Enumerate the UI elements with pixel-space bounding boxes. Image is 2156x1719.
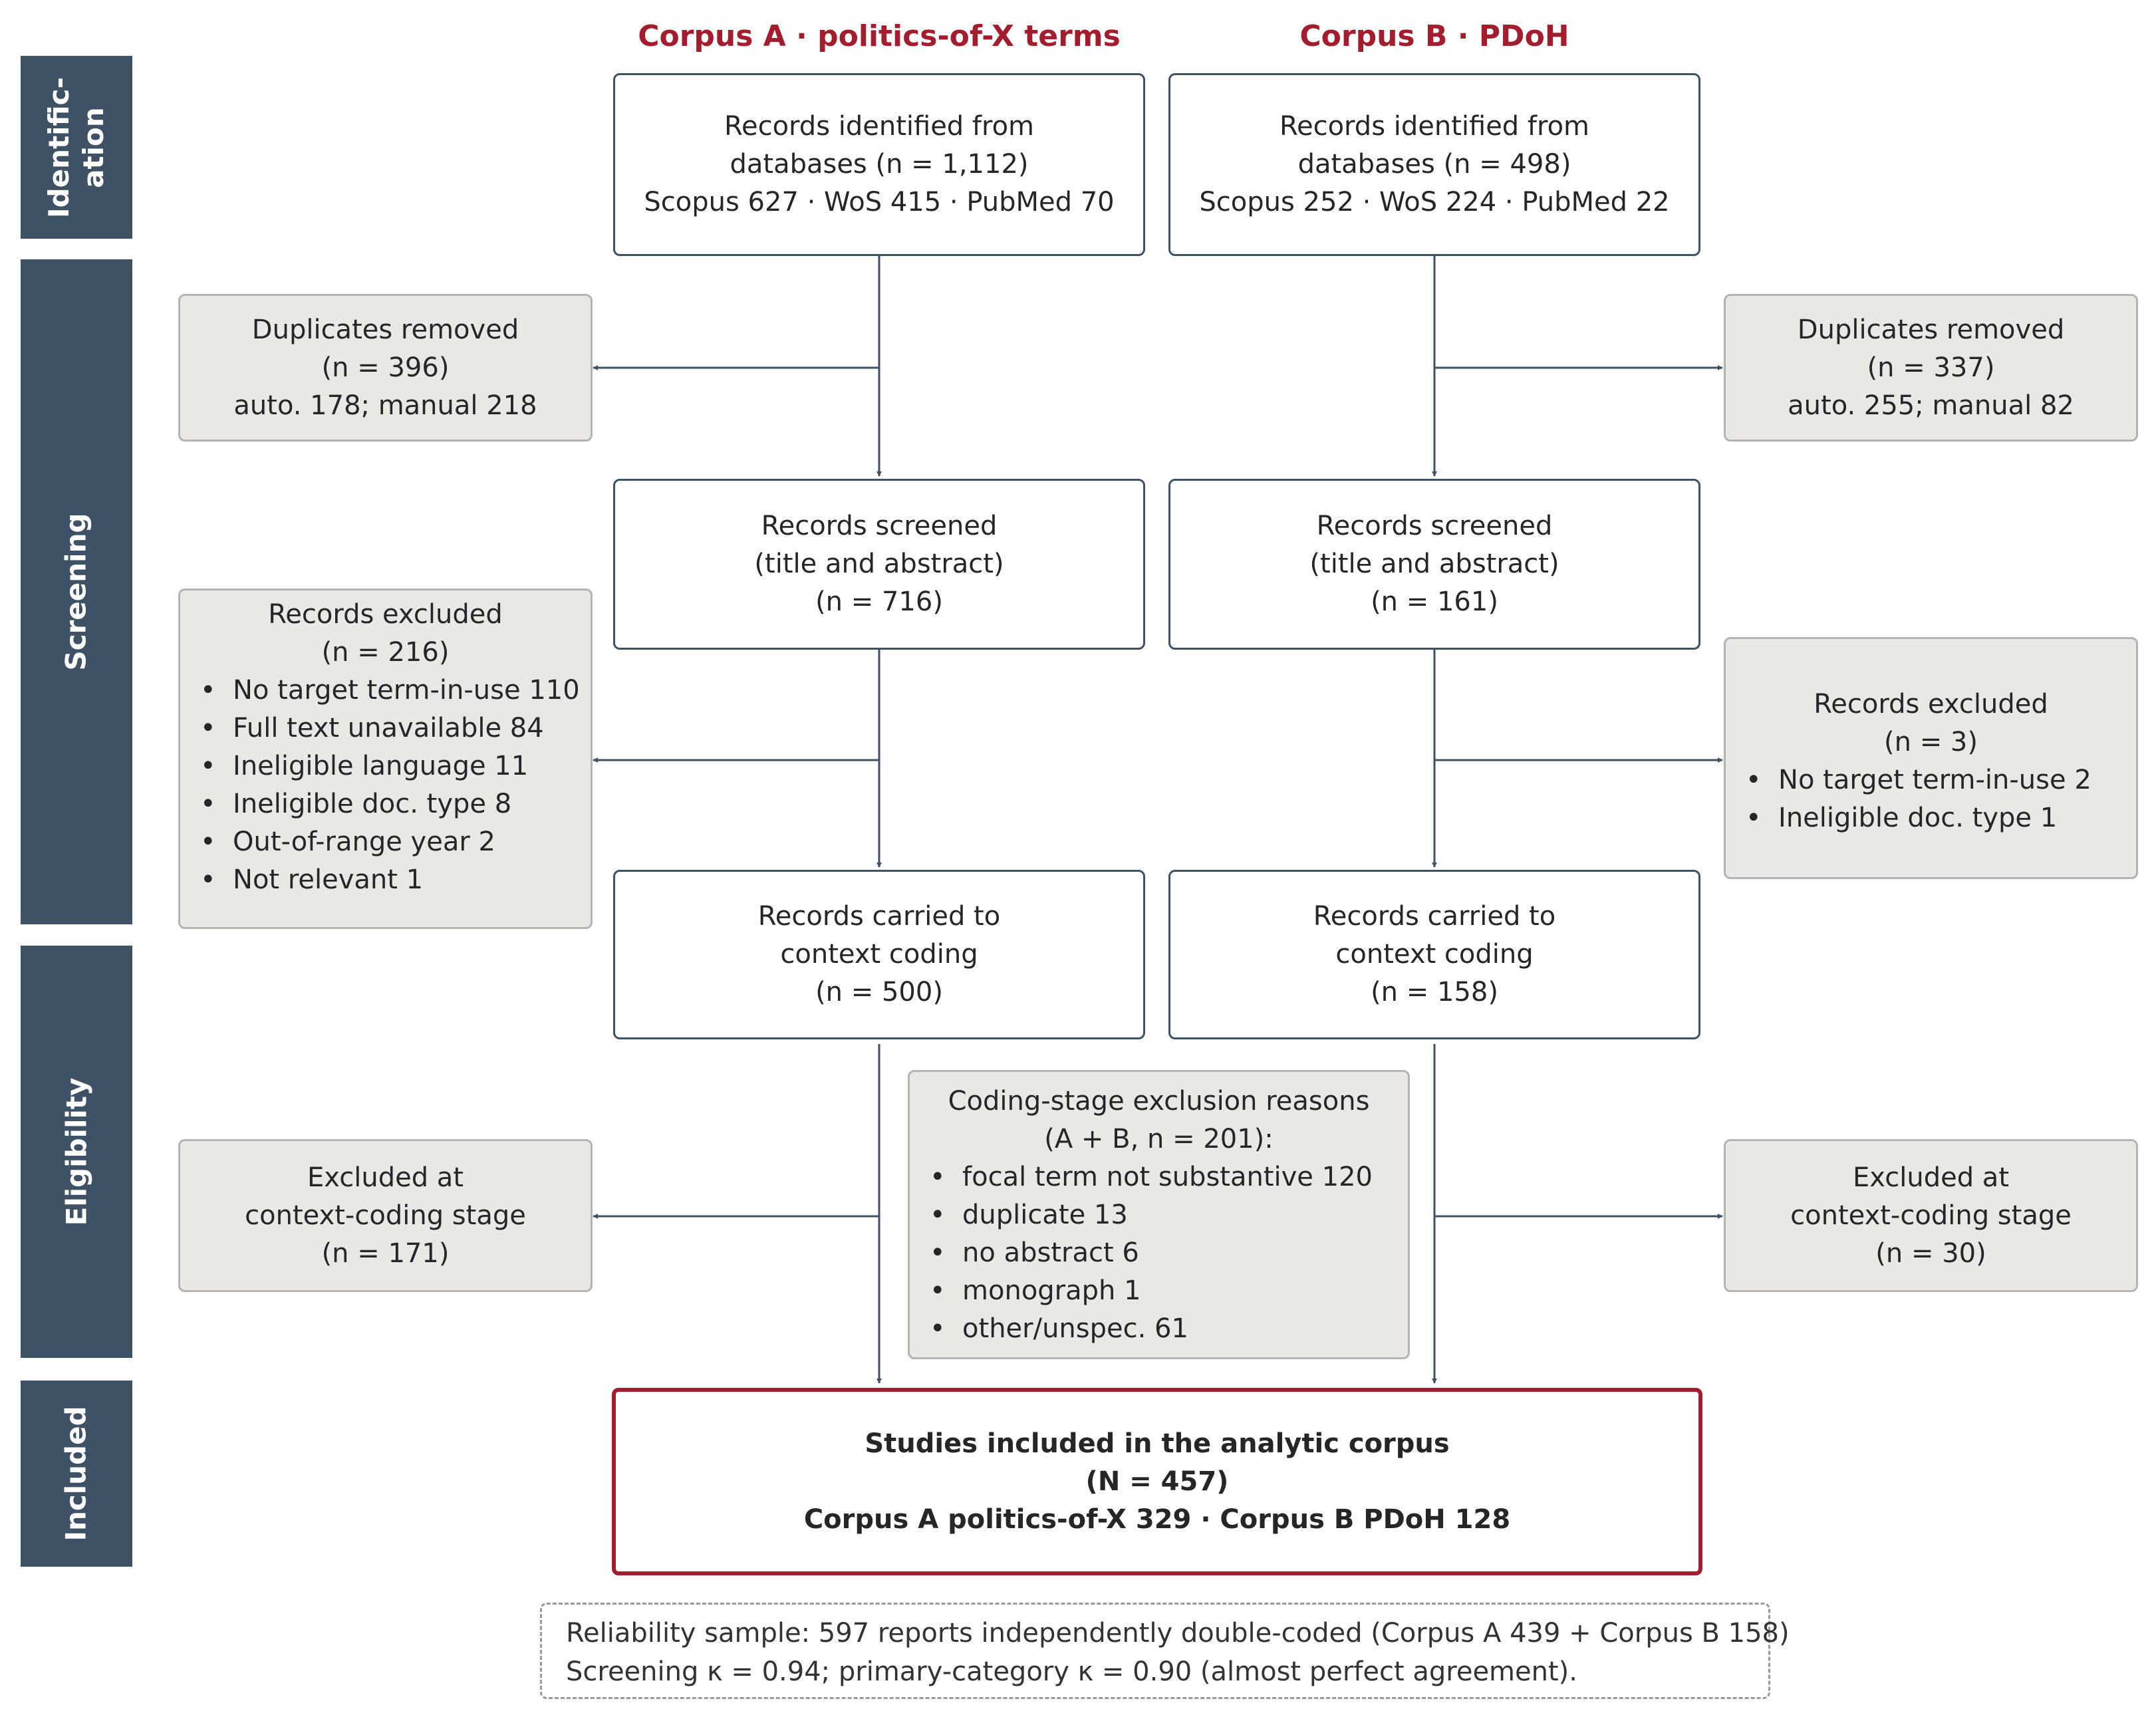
- corpus-a-identified-box: Records identified from databases (n = 1…: [613, 73, 1145, 256]
- phase-included: Included: [21, 1381, 132, 1567]
- list-item: No target term-in-use 110: [200, 672, 580, 710]
- list-item: Ineligible language 11: [200, 747, 580, 785]
- corpus-a-exclusion-reasons: No target term-in-use 110 Full text unav…: [180, 672, 580, 899]
- corpus-a-carried-box: Records carried to context coding (n = 5…: [613, 870, 1145, 1039]
- corpus-a-screened-box: Records screened (title and abstract) (n…: [613, 479, 1145, 650]
- list-item: no abstract 6: [930, 1234, 1373, 1272]
- list-item: Ineligible doc. type 8: [200, 785, 580, 823]
- list-item: other/unspec. 61: [930, 1310, 1373, 1348]
- corpus-a-heading: Corpus A · politics-of-X terms: [638, 19, 1121, 53]
- corpus-a-records-excluded-box: Records excluded (n = 216) No target ter…: [178, 589, 593, 929]
- coding-stage-reasons-box: Coding-stage exclusion reasons (A + B, n…: [908, 1070, 1410, 1359]
- corpus-b-exclusion-reasons: No target term-in-use 2 Ineligible doc. …: [1726, 761, 2091, 837]
- corpus-b-records-excluded-box: Records excluded (n = 3) No target term-…: [1724, 637, 2138, 879]
- list-item: Out-of-range year 2: [200, 823, 580, 861]
- corpus-b-coding-excluded-box: Excluded at context-coding stage (n = 30…: [1724, 1139, 2138, 1292]
- list-item: Not relevant 1: [200, 861, 580, 899]
- corpus-a-coding-excluded-box: Excluded at context-coding stage (n = 17…: [178, 1139, 593, 1292]
- reliability-note: Reliability sample: 597 reports independ…: [540, 1603, 1790, 1699]
- list-item: No target term-in-use 2: [1746, 761, 2091, 799]
- phase-identification: Identific- ation: [21, 56, 132, 239]
- list-item: focal term not substantive 120: [930, 1158, 1373, 1196]
- phase-screening: Screening: [21, 259, 132, 924]
- corpus-b-carried-box: Records carried to context coding (n = 1…: [1168, 870, 1700, 1039]
- corpus-a-duplicates-box: Duplicates removed (n = 396) auto. 178; …: [178, 294, 593, 442]
- phase-eligibility: Eligibility: [21, 946, 132, 1358]
- corpus-b-identified-box: Records identified from databases (n = 4…: [1168, 73, 1700, 256]
- list-item: monograph 1: [930, 1272, 1373, 1310]
- included-studies-box: Studies included in the analytic corpus …: [612, 1388, 1702, 1575]
- corpus-b-screened-box: Records screened (title and abstract) (n…: [1168, 479, 1700, 650]
- list-item: Full text unavailable 84: [200, 710, 580, 747]
- corpus-b-duplicates-box: Duplicates removed (n = 337) auto. 255; …: [1724, 294, 2138, 442]
- corpus-b-heading: Corpus B · PDoH: [1299, 19, 1569, 53]
- list-item: duplicate 13: [930, 1196, 1373, 1234]
- coding-stage-reasons-list: focal term not substantive 120 duplicate…: [910, 1158, 1373, 1348]
- list-item: Ineligible doc. type 1: [1746, 799, 2091, 837]
